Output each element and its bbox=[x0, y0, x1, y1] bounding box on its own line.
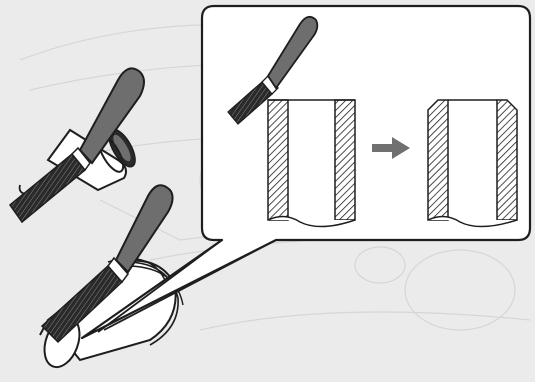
diagram-canvas bbox=[0, 0, 535, 382]
pipe-chamfer-illustration bbox=[0, 0, 535, 382]
